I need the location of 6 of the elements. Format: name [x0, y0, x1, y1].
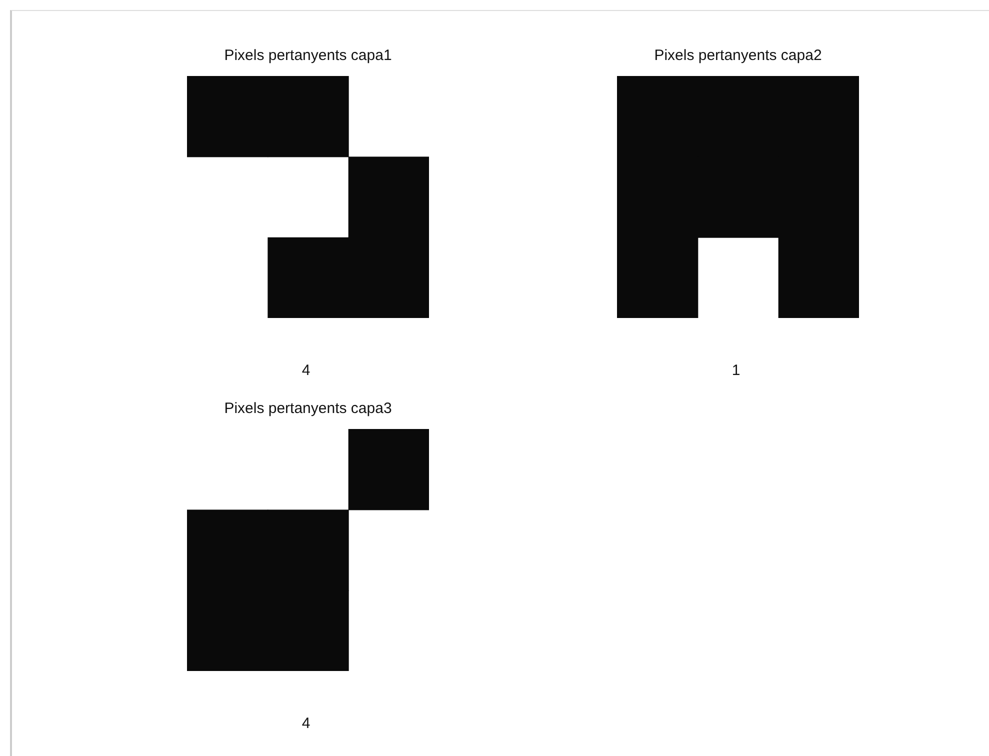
panel-title: Pixels pertanyents capa1	[223, 47, 393, 64]
pixel-count: 4	[300, 715, 312, 732]
panel-title: Pixels pertanyents capa3	[223, 400, 393, 417]
pixel-count: 1	[730, 362, 742, 379]
panel-title: Pixels pertanyents capa2	[653, 47, 823, 64]
pixel-count: 4	[300, 362, 312, 379]
